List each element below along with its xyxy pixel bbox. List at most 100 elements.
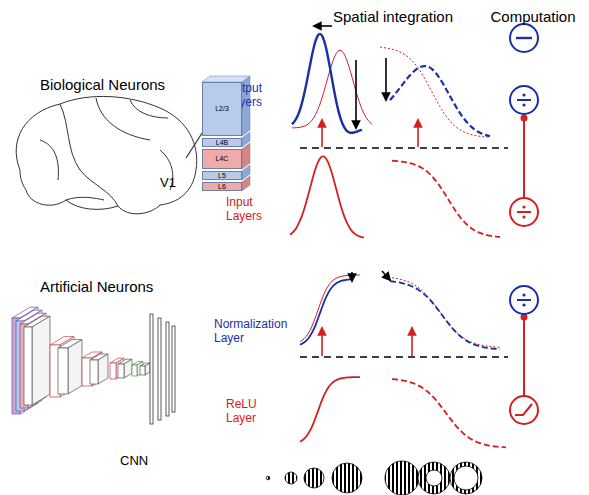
- drawing-part: [66, 197, 104, 200]
- text-label: ReLU Layer: [226, 398, 286, 426]
- text-label: V1: [160, 176, 184, 191]
- layer-name: L4C: [216, 155, 229, 163]
- computation-circle: [510, 396, 538, 424]
- arrow: [417, 120, 419, 147]
- column-heading: Spatial integration: [318, 8, 468, 25]
- cnn-layer: [118, 359, 132, 378]
- pathway-line: [523, 115, 525, 198]
- cnn-layer: [140, 363, 150, 375]
- drawing-part: [130, 100, 168, 118]
- layer-side-face: [242, 143, 250, 169]
- drawing-part: [145, 363, 150, 375]
- drawing-part: [124, 359, 132, 378]
- relu-curve-red: [300, 377, 360, 442]
- text-label: CNN: [120, 454, 160, 469]
- cnn-layer: [58, 340, 82, 394]
- text-label: Input Layers: [226, 196, 278, 224]
- cnn-layer: [24, 316, 50, 405]
- annular-grating: [418, 462, 450, 494]
- divide-dot: [522, 93, 525, 96]
- computation-circle: [510, 86, 538, 114]
- cortical-layer-box: L4B: [202, 138, 242, 147]
- norm-curve-blue: [300, 279, 352, 344]
- divide-dot: [522, 215, 525, 218]
- pathway-line: [523, 314, 525, 396]
- brain-outline: [16, 96, 197, 213]
- input-curve-red: [290, 156, 364, 237]
- pathway-dot: [521, 115, 528, 122]
- computation-circle: [510, 286, 538, 314]
- drawing-part: [24, 327, 32, 405]
- layer-name: L4B: [216, 139, 228, 147]
- output-curve-blue: [292, 34, 362, 133]
- layer-name: L6: [218, 183, 226, 191]
- column-heading: Computation: [478, 8, 588, 25]
- output-curve-red-dashed: [380, 47, 490, 137]
- norm-curve-red: [300, 275, 360, 342]
- arrow: [321, 120, 323, 147]
- baseline-axis: [300, 147, 508, 149]
- arrow: [314, 25, 332, 27]
- divide-symbol: [517, 99, 531, 101]
- arrow: [382, 271, 390, 280]
- divide-symbol: [517, 299, 531, 301]
- layer-side-face: [242, 176, 250, 191]
- cnn-layer: [90, 354, 108, 384]
- fully-connected-layer: [172, 326, 175, 412]
- arrow: [355, 60, 357, 128]
- annular-grating: [450, 462, 482, 494]
- divide-dot: [522, 293, 525, 296]
- arrow: [351, 272, 353, 281]
- cortical-layer-box: L6: [202, 182, 242, 191]
- grating-stimulus: [285, 472, 297, 484]
- drawing-part: [40, 140, 58, 180]
- computation-circle: [510, 24, 538, 52]
- layer-name: L5: [218, 172, 226, 180]
- drawing-part: [98, 354, 108, 384]
- output-curve-red: [292, 50, 372, 128]
- drawing-part: [16, 96, 197, 213]
- input-curve-red-dashed: [392, 161, 500, 237]
- grating-stimulus: [304, 468, 324, 488]
- drawing-part: [140, 366, 145, 375]
- drawing-part: [32, 316, 50, 405]
- layer-name: L2/3: [215, 105, 229, 113]
- drawing-part: [96, 98, 150, 140]
- fully-connected-layer: [166, 322, 169, 416]
- divide-dot: [522, 205, 525, 208]
- norm-curve-red-dashed: [384, 277, 500, 347]
- cortical-layer-box: L4C: [202, 149, 242, 169]
- arrow: [385, 58, 387, 100]
- drawing-part: [58, 348, 68, 394]
- computation-circle: [510, 198, 538, 226]
- drawing-part: [118, 364, 124, 378]
- fully-connected-layer: [150, 314, 153, 424]
- grating-stimulus: [266, 476, 270, 480]
- subtract-symbol: [516, 37, 532, 39]
- drawing-part: [90, 360, 98, 384]
- norm-curve-blue-dashed: [390, 281, 500, 349]
- drawing-part: [68, 340, 82, 394]
- drawing-part: [132, 365, 137, 376]
- divide-dot: [522, 303, 525, 306]
- drawing-part: [60, 104, 118, 206]
- text-label: Normalization Layer: [214, 318, 304, 346]
- relu-symbol: [515, 404, 532, 415]
- section-heading: Biological Neurons: [40, 76, 190, 93]
- arrow: [321, 328, 323, 356]
- relu-curve-red-dashed: [392, 379, 506, 447]
- cortical-layer-box: L2/3: [202, 82, 242, 136]
- baseline-axis: [300, 356, 508, 358]
- divide-dot: [522, 103, 525, 106]
- arrow: [411, 328, 413, 356]
- grating-stimulus: [332, 463, 362, 493]
- output-curve-blue-dashed: [390, 66, 490, 136]
- drawing-part: [110, 363, 116, 379]
- section-heading: Artificial Neurons: [40, 278, 200, 295]
- divide-symbol: [517, 211, 531, 213]
- fully-connected-layer: [158, 318, 161, 420]
- cortical-layer-box: L5: [202, 171, 242, 180]
- annular-grating: [385, 461, 419, 495]
